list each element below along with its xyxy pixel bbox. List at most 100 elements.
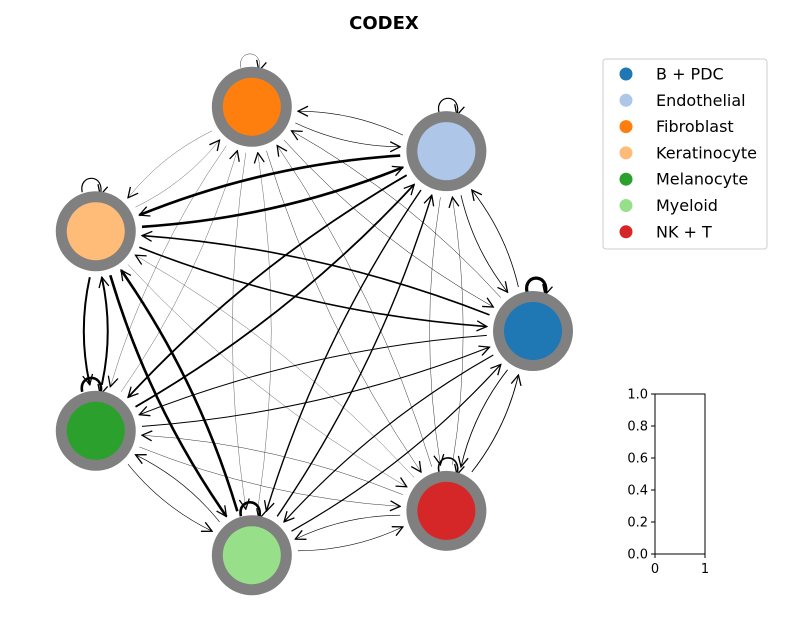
- edge-myeloid-to-fibroblast: [258, 153, 272, 510]
- edge-fibroblast-to-melanocyte: [110, 145, 227, 387]
- edge-melanocyte-to-nk_t: [139, 446, 400, 507]
- node-fill-nk_t: [417, 481, 476, 540]
- edge-nk_t-to-myeloid: [295, 514, 401, 539]
- node-fibroblast: [211, 66, 292, 147]
- legend-label-myeloid: Myeloid: [656, 196, 718, 215]
- edge-nk_t-to-melanocyte: [142, 435, 403, 495]
- node-endothelial: [406, 111, 487, 192]
- legend-item-nk_t: NK + T: [619, 222, 712, 241]
- edge-nk_t-to-endothelial: [452, 197, 464, 465]
- inset-axes-frame: [654, 393, 706, 555]
- edge-melanocyte-to-myeloid: [127, 464, 212, 531]
- legend-item-myeloid: Myeloid: [619, 196, 718, 215]
- self-loop-melanocyte: [80, 376, 101, 395]
- self-loop-myeloid: [239, 501, 260, 519]
- edge-myeloid-to-keratinocyte: [120, 270, 239, 512]
- edge-nk_t-to-fibroblast: [277, 146, 432, 467]
- inset-ytick-label-5: 1.0: [627, 388, 648, 403]
- edge-keratinocyte-to-nk_t: [127, 264, 407, 487]
- legend-marker-nk_t: [619, 225, 633, 239]
- edge-myeloid-to-melanocyte: [136, 455, 220, 523]
- edge-melanocyte-to-keratinocyte: [102, 277, 108, 386]
- edge-melanocyte-to-fibroblast: [120, 151, 237, 392]
- inset-ticks: 0.0 0.2 0.4 0.6 0.8 1.0 0 1: [627, 388, 709, 578]
- self-loop-b_pdc: [525, 276, 546, 295]
- legend-marker-endothelial: [619, 93, 633, 107]
- edge-fibroblast-to-nk_t: [266, 150, 421, 472]
- inset-ytick-label-0: 0.0: [627, 548, 648, 563]
- node-b_pdc: [493, 291, 573, 371]
- edge-b_pdc-to-melanocyte: [139, 334, 487, 414]
- edge-b_pdc-to-endothelial: [472, 190, 519, 288]
- self-loop-endothelial: [438, 97, 458, 115]
- edge-b_pdc-to-nk_t: [461, 369, 508, 467]
- edge-keratinocyte-to-b_pdc: [139, 246, 487, 326]
- legend-marker-keratinocyte: [619, 146, 633, 160]
- node-nk_t: [406, 470, 487, 551]
- node-layer: [55, 66, 573, 596]
- legend-label-b_pdc: B + PDC: [656, 65, 724, 84]
- node-fill-melanocyte: [66, 401, 125, 460]
- edge-myeloid-to-endothelial: [276, 195, 432, 517]
- legend-marker-myeloid: [619, 199, 633, 212]
- legend-label-keratinocyte: Keratinocyte: [656, 143, 757, 162]
- inset-xtick-label-0: 0: [651, 562, 659, 577]
- node-fill-keratinocyte: [66, 202, 125, 261]
- edge-myeloid-to-b_pdc: [291, 364, 501, 532]
- node-keratinocyte: [55, 191, 136, 272]
- inset-xtick-label-1: 1: [701, 562, 709, 577]
- edge-b_pdc-to-keratinocyte: [142, 236, 490, 316]
- inset-ytick-label-1: 0.2: [627, 516, 648, 531]
- edge-myeloid-to-nk_t: [297, 527, 403, 552]
- node-fill-endothelial: [417, 122, 476, 181]
- edge-keratinocyte-to-melanocyte: [84, 276, 90, 385]
- legend: B + PDC EndothelialFibroblastKeratinocyte…: [602, 58, 768, 250]
- edge-endothelial-to-b_pdc: [460, 195, 508, 292]
- legend-item-endothelial: Endothelial: [619, 91, 746, 110]
- edge-endothelial-to-myeloid: [266, 189, 422, 511]
- inset-ytick-label-2: 0.4: [627, 484, 648, 499]
- legend-label-melanocyte: Melanocyte: [656, 170, 748, 189]
- inset-axes: 0.0 0.2 0.4 0.6 0.8 1.0 0 1: [627, 388, 709, 578]
- legend-items: B + PDC EndothelialFibroblastKeratinocyte…: [619, 65, 757, 241]
- edge-melanocyte-to-b_pdc: [141, 347, 490, 427]
- self-loop-keratinocyte: [81, 177, 101, 195]
- legend-item-keratinocyte: Keratinocyte: [619, 143, 757, 162]
- edge-endothelial-to-keratinocyte: [139, 154, 401, 216]
- edge-fibroblast-to-keratinocyte: [128, 130, 213, 198]
- node-fill-myeloid: [222, 526, 281, 585]
- edge-melanocyte-to-endothelial: [135, 185, 415, 408]
- edge-b_pdc-to-fibroblast: [292, 131, 501, 298]
- chart-title: CODEX: [349, 13, 419, 34]
- legend-marker-melanocyte: [619, 172, 633, 186]
- edge-fibroblast-to-myeloid: [232, 152, 245, 509]
- self-loop-nk_t: [437, 457, 458, 475]
- legend-item-fibroblast: Fibroblast: [619, 117, 734, 136]
- edge-endothelial-to-melanocyte: [128, 174, 408, 397]
- legend-label-fibroblast: Fibroblast: [656, 117, 734, 136]
- edge-b_pdc-to-myeloid: [284, 354, 494, 522]
- edge-keratinocyte-to-myeloid: [109, 274, 228, 516]
- legend-item-melanocyte: Melanocyte: [619, 170, 748, 189]
- legend-item-b_pdc: B + PDC: [619, 65, 724, 84]
- edge-layer: [84, 111, 519, 552]
- edge-keratinocyte-to-endothelial: [141, 167, 403, 229]
- node-fill-fibroblast: [222, 77, 281, 136]
- self-loop-layer: [80, 53, 546, 519]
- legend-box: [602, 58, 768, 250]
- legend-marker-b_pdc: [619, 67, 633, 81]
- edge-endothelial-to-nk_t: [429, 197, 441, 465]
- node-myeloid: [211, 515, 292, 596]
- edge-nk_t-to-keratinocyte: [136, 255, 415, 478]
- edge-fibroblast-to-endothelial: [295, 122, 400, 147]
- self-loop-fibroblast: [240, 53, 260, 71]
- node-fill-b_pdc: [504, 302, 562, 360]
- legend-marker-fibroblast: [619, 120, 633, 134]
- inset-ytick-label-3: 0.6: [627, 452, 648, 467]
- edge-nk_t-to-b_pdc: [471, 375, 519, 473]
- edge-endothelial-to-fibroblast: [298, 111, 404, 136]
- inset-ytick-label-4: 0.8: [627, 420, 648, 435]
- legend-label-nk_t: NK + T: [656, 222, 712, 241]
- edge-keratinocyte-to-fibroblast: [135, 140, 220, 208]
